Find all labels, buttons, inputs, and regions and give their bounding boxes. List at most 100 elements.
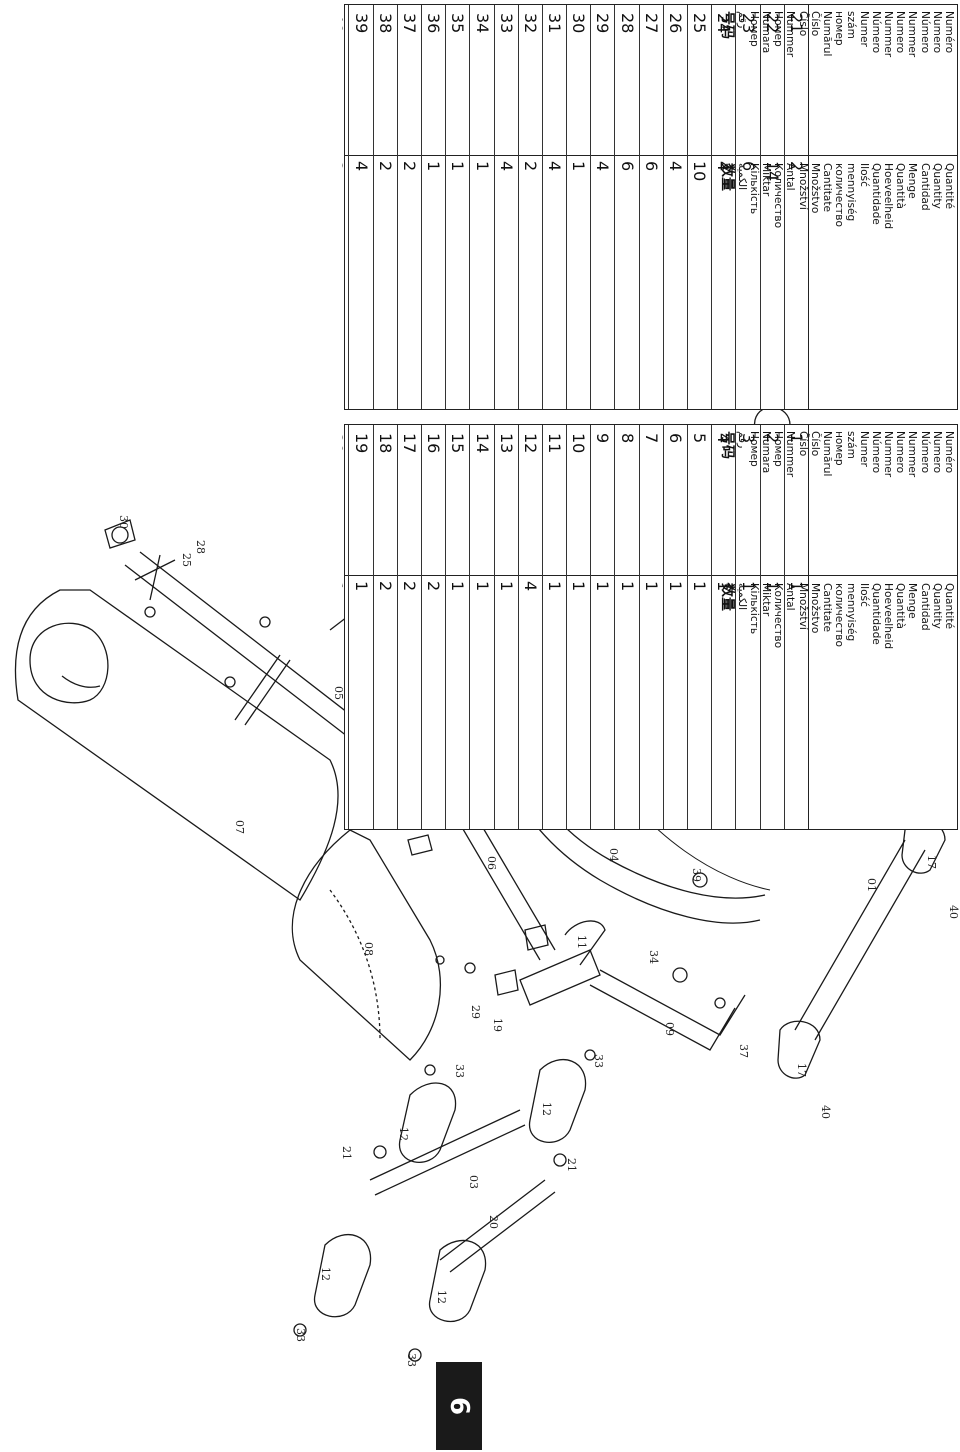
part-quantity: 4 (545, 161, 565, 172)
part-number: 4 (714, 433, 734, 444)
header-line: Número (918, 11, 931, 54)
clamp-31d (524, 924, 549, 951)
header-line: Quantidade (869, 583, 882, 645)
label-12b: 12 (540, 1102, 553, 1116)
table-row: 26 4 (662, 5, 688, 409)
part-number: 21 (787, 13, 806, 34)
header-line: Ilość (857, 583, 870, 607)
part-number: 23 (738, 13, 758, 34)
part-quantity: 1 (448, 581, 468, 592)
part-quantity: 1 (496, 581, 516, 592)
part-quantity: 4 (666, 161, 686, 172)
front-tube (794, 839, 926, 1041)
header-line: mennyiség (845, 163, 858, 222)
label-12d: 12 (435, 1290, 448, 1304)
table-row: 201 (342, 425, 348, 829)
label-40b: 40 (819, 1105, 832, 1119)
part-quantity: 1 (666, 581, 686, 592)
part-quantity: 1 (545, 581, 565, 592)
part-quantity: 2 (787, 161, 806, 172)
label-09: 09 (663, 1022, 676, 1036)
header-line: Ilość (857, 163, 870, 187)
label-01: 01 (865, 878, 878, 892)
part-quantity: 6 (738, 161, 758, 172)
label-11: 11 (575, 935, 588, 949)
table-row: 25 10 (687, 5, 712, 409)
backrest-pad (14, 589, 339, 901)
part-quantity: 1 (472, 581, 492, 592)
part-number: 34 (472, 13, 492, 34)
header-line: Menge (906, 163, 919, 199)
clamp-31c (494, 969, 519, 996)
part-number: 25 (690, 13, 710, 34)
part-number: 33 (496, 13, 516, 34)
part-number: 20 (342, 433, 347, 454)
part-number: 6 (666, 433, 686, 444)
header-line: Hoeveelheid (881, 163, 894, 230)
part-quantity: 4 (351, 161, 371, 172)
header-line: Número (869, 11, 882, 54)
part-quantity: 6 (641, 161, 661, 172)
part-number: 29 (593, 13, 613, 34)
part-quantity: 2 (375, 581, 395, 592)
header-line: Číslo (808, 11, 821, 37)
header-line: szám (845, 431, 858, 459)
part-quantity: 10 (690, 161, 710, 182)
part-number: 26 (666, 13, 686, 34)
table-row: 18 2 (372, 425, 397, 829)
part-number: 17 (400, 433, 419, 454)
part-quantity: 1 (569, 161, 589, 172)
part-number: 30 (569, 13, 589, 34)
part-number: 9 (593, 433, 613, 444)
part-quantity: 2 (520, 161, 540, 172)
label-33b: 33 (592, 1054, 605, 1068)
part-number: 36 (424, 13, 444, 34)
part-quantity: 1 (738, 581, 758, 592)
header-line: Quantité (943, 163, 955, 210)
table-row: 23 6 (735, 5, 760, 409)
header-line: Cantitate (820, 583, 833, 633)
label-04: 04 (607, 848, 620, 862)
label-33c: 33 (294, 1328, 307, 1342)
label-03: 03 (467, 1175, 480, 1189)
header-line: Množstvo (808, 583, 821, 634)
header-line: Numéro (943, 11, 955, 54)
part-number: 18 (375, 433, 395, 454)
part-quantity: 1 (424, 161, 444, 172)
header-line: номер (833, 11, 846, 46)
bracket-a (134, 554, 176, 601)
part-number: 19 (351, 433, 371, 454)
header-line: Numărul (820, 431, 833, 477)
part-number: 16 (424, 433, 444, 454)
header-line: szám (845, 11, 858, 39)
part-number: 1 (787, 433, 806, 444)
label-20: 20 (487, 1215, 500, 1229)
header-line: Číslo (808, 431, 821, 457)
logo-emblem (29, 622, 109, 704)
label-39: 39 (690, 868, 703, 882)
label-19: 19 (491, 1018, 504, 1032)
label-12a: 12 (397, 1127, 410, 1141)
header-line: Numero (894, 11, 907, 54)
header-line: Cantidad (918, 163, 931, 211)
header-line: Numero (930, 431, 943, 474)
knob-30 (104, 519, 136, 549)
lower-roller-bar (439, 1179, 556, 1273)
foam-roller-4 (429, 1239, 487, 1322)
part-quantity: 1 (714, 581, 734, 592)
header-line: Quantidade (869, 163, 882, 225)
